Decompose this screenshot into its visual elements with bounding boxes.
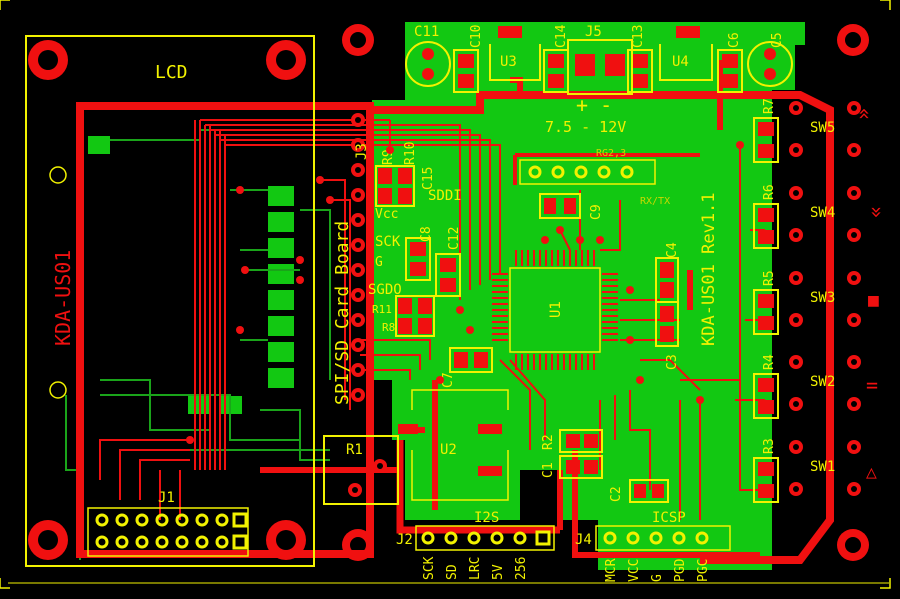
c3-c4: C4 C3 KDA-US01 Rev1.1 — [655, 192, 719, 370]
j4-pin-vcc: VCC — [627, 559, 642, 582]
j3-label: J3 — [354, 143, 370, 160]
u3-label: U3 — [500, 54, 517, 70]
u1-label: U1 — [548, 301, 564, 318]
r4-label: R4 — [762, 354, 777, 370]
j4-pin-pgd: PGD — [673, 558, 688, 582]
r3-label: R3 — [762, 438, 777, 454]
c2-label: C2 — [609, 486, 624, 502]
switch-symbols: » » ■ = △ — [851, 108, 889, 483]
j2-pin-lrc: LRC — [468, 557, 483, 580]
vcc-label: Vcc — [375, 207, 398, 222]
icsp-label: ICSP — [652, 510, 686, 526]
j2-pin-sck: SCK — [422, 556, 437, 580]
sw1-label: SW1 — [810, 459, 835, 475]
c9-label: C9 — [589, 204, 604, 220]
board-outline — [0, 0, 891, 589]
j2-pin-sd: SD — [445, 564, 460, 580]
r2-label: R2 — [541, 434, 556, 450]
power-label: 7.5 - 12V — [545, 118, 626, 136]
j4-pin-labels: MCR VCC G PGD PGC — [604, 558, 711, 582]
j2-pin-256: 256 — [514, 557, 529, 580]
switch-labels: SW5 SW4 SW3 SW2 SW1 — [810, 120, 835, 475]
u2-label: U2 — [440, 442, 457, 458]
j4-header: J4 — [575, 525, 731, 551]
c14-label: C14 — [554, 24, 569, 48]
j1-label: J1 — [158, 490, 175, 506]
sw3-symbol-icon: ■ — [868, 290, 879, 311]
u4-label: U4 — [672, 54, 689, 70]
c15-label: C15 — [421, 167, 436, 190]
r6-label: R6 — [762, 184, 777, 200]
r8-label: R8 — [382, 321, 395, 334]
c3-label: C3 — [665, 354, 680, 370]
sw3-label: SW3 — [810, 290, 835, 306]
sw2-symbol-icon: = — [866, 373, 878, 397]
c7: C7 — [441, 347, 493, 388]
j2-pin-labels: SCK SD LRC 5V 256 — [422, 556, 529, 580]
i2s-label: I2S — [474, 510, 499, 526]
j5-label: J5 — [585, 24, 602, 40]
sw2-label: SW2 — [810, 374, 835, 390]
r5-label: R5 — [762, 270, 777, 286]
sw5-symbol-icon: » — [851, 108, 875, 120]
switch-pads — [789, 101, 861, 496]
j4-pin-g: G — [650, 574, 665, 582]
rg-label: RG2,3 — [596, 148, 626, 159]
j1-header: J1 — [87, 490, 249, 557]
j2-pin-5v: 5V — [491, 564, 506, 580]
c5-label: C5 — [770, 32, 785, 48]
r7-label: R7 — [762, 98, 777, 114]
rg-header: RG2,3 RX/TX C9 — [519, 148, 670, 220]
r11-label: R11 — [372, 303, 392, 316]
u2-chip: U2 — [398, 389, 509, 501]
lcd-label: LCD — [155, 62, 188, 83]
sw1-symbol-icon: △ — [866, 462, 877, 483]
sw4-symbol-icon: » — [865, 206, 889, 218]
c10-label: C10 — [469, 25, 484, 48]
sw4-label: SW4 — [810, 205, 835, 221]
rxtx-label: RX/TX — [640, 196, 670, 207]
lcd-outline: LCD KDA-US01 — [25, 35, 315, 567]
r10-label: R10 — [403, 142, 418, 165]
r1: R1 — [323, 435, 399, 505]
j4-label: J4 — [575, 532, 592, 548]
c1-label: C1 — [541, 462, 556, 478]
c13-label: C13 — [631, 25, 646, 48]
switch-resistors: R7 R6 R5 R4 R3 — [753, 98, 779, 503]
top-copper-traces — [76, 60, 834, 564]
j4-pin-mcr: MCR — [604, 558, 619, 582]
u1-chip: U1 — [492, 250, 618, 370]
polarity-label: + - — [576, 93, 612, 117]
sw5-label: SW5 — [810, 120, 835, 136]
power-section: C11 C5 C10 C14 C13 C6 U3 U4 J5 + - 7.5 -… — [405, 24, 793, 136]
j2-header: J2 I2S — [396, 510, 555, 551]
c11-label: C11 — [414, 24, 439, 40]
gnd-label: G — [375, 255, 383, 270]
c4-label: C4 — [665, 242, 680, 258]
j2-label: J2 — [396, 532, 413, 548]
sd-resistors: R9 R10 R11 R8 C15 C8 C12 — [372, 142, 462, 337]
board-name-label: KDA-US01 — [51, 250, 75, 346]
c8-label: C8 — [419, 226, 434, 242]
c2: C2 ICSP — [609, 479, 686, 526]
c12-label: C12 — [447, 227, 462, 250]
sck-label: SCK — [375, 234, 401, 250]
board-rev-label: KDA-US01 Rev1.1 — [699, 192, 719, 346]
vias — [186, 141, 744, 444]
r1-label: R1 — [346, 442, 363, 458]
j4-pin-pgc: PGC — [696, 559, 711, 582]
sd-board-label: SPI/SD Card Board — [332, 221, 353, 405]
sddi-label: SDDI — [428, 188, 462, 204]
sgdo-label: SGDO — [368, 282, 402, 298]
c7-label: C7 — [441, 372, 456, 388]
sd-card-header — [351, 113, 365, 402]
c6-label: C6 — [727, 32, 742, 48]
r2-c1: R2 C1 — [541, 429, 603, 479]
